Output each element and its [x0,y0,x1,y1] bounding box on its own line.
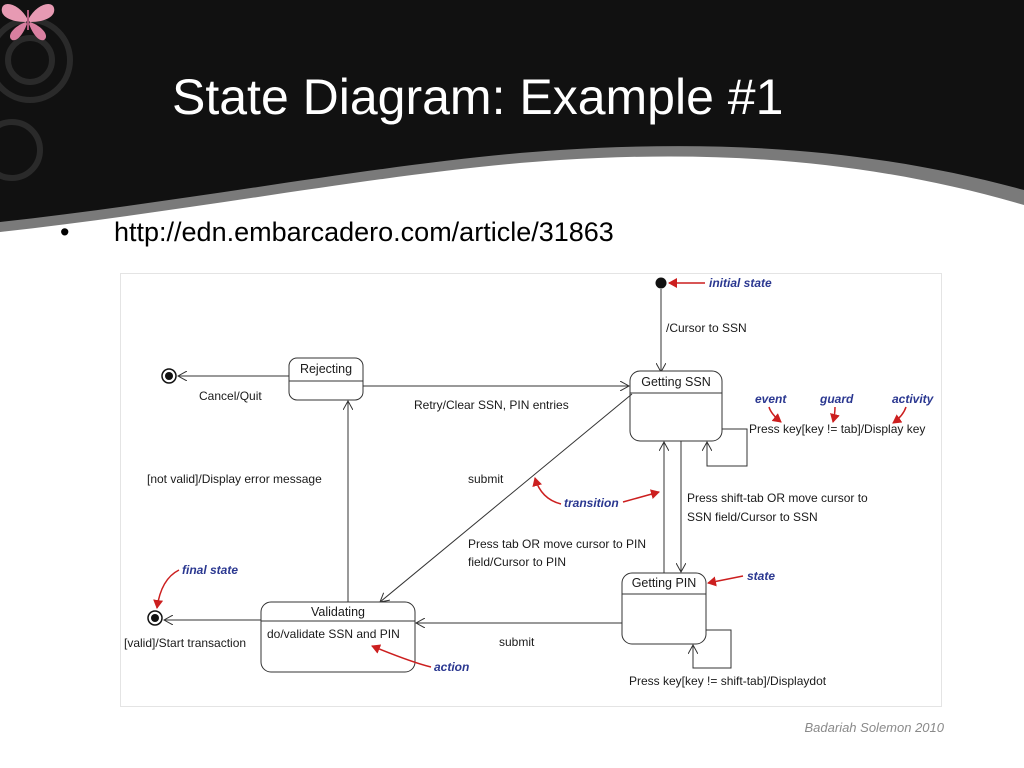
transition-label-cursor-to-ssn: /Cursor to SSN [666,321,747,335]
state-rejecting-name: Rejecting [300,362,352,376]
transition-label-tab-2: field/Cursor to PIN [468,555,566,569]
transition-label-submit-ssn: submit [468,472,504,486]
final-state-node-top [161,368,177,384]
annotation-activity: activity [892,392,935,406]
annotation-final-state: final state [182,563,238,577]
state-diagram: /Cursor to SSN Rejecting Getting SSN Get… [120,273,942,707]
annotation-arrow-guard [830,406,840,423]
bullet-dot-icon: • [60,217,70,247]
annotation-event: event [755,392,787,406]
annotation-state: state [747,569,775,583]
annotation-arrow-final-state [153,569,180,609]
state-getting-ssn-name: Getting SSN [641,375,710,389]
transition-label-submit-pin: submit [499,635,535,649]
slide-footer: Badariah Solemon 2010 [804,720,945,735]
annotation-initial-state: initial state [709,276,772,290]
transition-label-shift-tab-1: Press shift-tab OR move cursor to [687,491,868,505]
final-state-node-bottom [147,610,163,626]
annotation-arrow-transition-right [622,489,660,503]
initial-state-node [655,277,667,289]
header-background [0,0,1024,232]
transition-label-valid: [valid]/Start transaction [124,636,246,650]
annotation-arrow-transition-left [532,477,562,505]
annotation-action: action [434,660,469,674]
transition-label-retry: Retry/Clear SSN, PIN entries [414,398,569,412]
state-validating-action: do/validate SSN and PIN [267,627,400,641]
slide-header: State Diagram: Example #1 [0,0,1024,250]
annotation-guard: guard [819,392,854,406]
state-getting-pin-name: Getting PIN [632,576,697,590]
state-validating-name: Validating [311,605,365,619]
transition-label-press-key: Press key[key != tab]/Display key [749,422,925,436]
state-getting-ssn [629,370,723,442]
annotation-transition: transition [564,496,619,510]
bullet-link-text[interactable]: http://edn.embarcadero.com/article/31863 [114,217,614,247]
annotation-arrow-action [371,644,432,668]
annotation-arrow-activity [892,406,907,424]
transition-submit-ssn [380,393,633,602]
state-rejecting [288,357,364,401]
transition-label-press-key-pin: Press key[key != shift-tab]/Displaydot [629,674,827,688]
annotation-arrow-state [707,575,744,587]
transition-label-tab-1: Press tab OR move cursor to PIN [468,537,646,551]
state-diagram-canvas: /Cursor to SSN Rejecting Getting SSN Get… [124,276,935,688]
transition-label-cancel-quit: Cancel/Quit [199,389,262,403]
slide-title: State Diagram: Example #1 [172,69,784,125]
state-validating [260,601,416,673]
transition-label-shift-tab-2: SSN field/Cursor to SSN [687,510,818,524]
transition-self-loop-ssn [707,428,748,467]
butterfly-icon [1,4,55,41]
transition-self-loop-pin [693,629,732,669]
annotation-arrow-event [768,406,782,423]
transition-label-not-valid: [not valid]/Display error message [147,472,322,486]
